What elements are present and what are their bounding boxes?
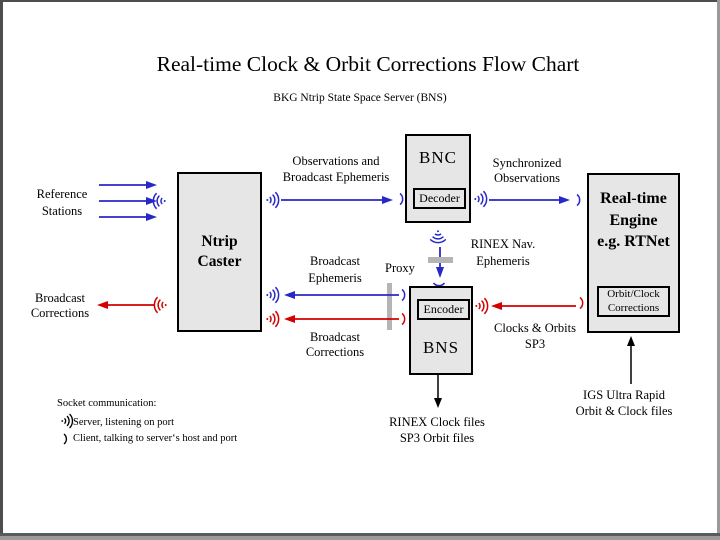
client-socket-icon xyxy=(579,296,584,310)
orbit-clock-corrections-label: Orbit/Clock Corrections xyxy=(607,288,660,314)
decoder-box: Decoder xyxy=(413,188,466,209)
ntrip-caster-label: Ntrip Caster xyxy=(197,233,242,270)
legend-title: Socket communication: xyxy=(57,398,157,409)
realtime-engine-box: Real-time Engine e.g. RTNet Orbit/Clock … xyxy=(587,173,680,333)
encoder-label: Encoder xyxy=(423,302,464,316)
observations-arrow xyxy=(281,196,393,204)
broadcast-corrections-mid-arrow xyxy=(284,315,399,323)
client-socket-icon xyxy=(399,192,404,206)
red-connections xyxy=(97,301,576,323)
server-socket-icon xyxy=(429,229,447,244)
client-socket-icon xyxy=(576,193,581,207)
orbit-clock-corrections-box: Orbit/Clock Corrections xyxy=(597,286,670,317)
legend-server-item: Server, listening on port xyxy=(73,417,175,428)
igs-files-arrow xyxy=(627,336,635,384)
page-subtitle: BKG Ntrip State Space Server (BNS) xyxy=(273,92,447,104)
server-socket-icon xyxy=(60,413,74,429)
server-socket-icon xyxy=(265,310,280,328)
page-title: Real-time Clock & Orbit Corrections Flow… xyxy=(156,52,580,76)
bnc-label: BNC xyxy=(419,148,457,167)
rinex-nav-ephemeris-label: RINEX Nav. Ephemeris xyxy=(470,237,536,268)
proxy-bar-vertical xyxy=(387,283,392,330)
clocks-orbits-arrow xyxy=(491,302,576,310)
synchronized-observations-label: Synchronized Observations xyxy=(492,156,562,185)
proxy-bar-horizontal xyxy=(428,257,453,263)
realtime-engine-label: Real-time Engine e.g. RTNet xyxy=(597,190,670,250)
server-socket-icon xyxy=(153,296,168,314)
broadcast-corrections-out-label: Broadcast Corrections xyxy=(30,291,90,320)
ntrip-caster-box: Ntrip Caster xyxy=(177,172,262,332)
legend-client-item: Client, talking to server‘s host and por… xyxy=(73,433,238,444)
client-socket-icon xyxy=(401,288,406,302)
file-arrows xyxy=(434,336,635,408)
broadcast-corrections-out-arrow xyxy=(97,301,154,309)
bnc-box: BNC Decoder xyxy=(405,134,471,223)
bns-label: BNS xyxy=(422,338,460,357)
clocks-orbits-sp3-label: Clocks & Orbits SP3 xyxy=(494,321,576,351)
proxy-label: Proxy xyxy=(385,261,415,275)
client-socket-icon xyxy=(401,312,406,326)
broadcast-ephemeris-label: Broadcast Ephemeris xyxy=(308,254,362,285)
encoder-box: Encoder xyxy=(417,299,470,320)
rinex-clock-files-arrow xyxy=(434,375,442,408)
server-socket-icon xyxy=(265,286,280,304)
observations-label: Observations and Broadcast Ephemeris xyxy=(282,154,390,184)
reference-stations-arrows xyxy=(99,181,157,221)
broadcast-ephemeris-arrow xyxy=(284,291,399,299)
broadcast-corrections-mid-label: Broadcast Corrections xyxy=(305,330,365,359)
client-socket-icon xyxy=(63,433,68,445)
rinex-clock-files-label: RINEX Clock files SP3 Orbit files xyxy=(389,415,485,445)
server-socket-icon xyxy=(473,190,488,208)
reference-stations-label: Reference Stations xyxy=(36,187,88,218)
synchronized-observations-arrow xyxy=(489,196,570,204)
decoder-label: Decoder xyxy=(419,191,460,205)
igs-ultra-rapid-label: IGS Ultra Rapid Orbit & Clock files xyxy=(575,388,673,418)
server-socket-icon xyxy=(265,191,280,209)
server-socket-icon xyxy=(474,297,489,315)
bns-box: BNS Encoder xyxy=(409,286,473,375)
